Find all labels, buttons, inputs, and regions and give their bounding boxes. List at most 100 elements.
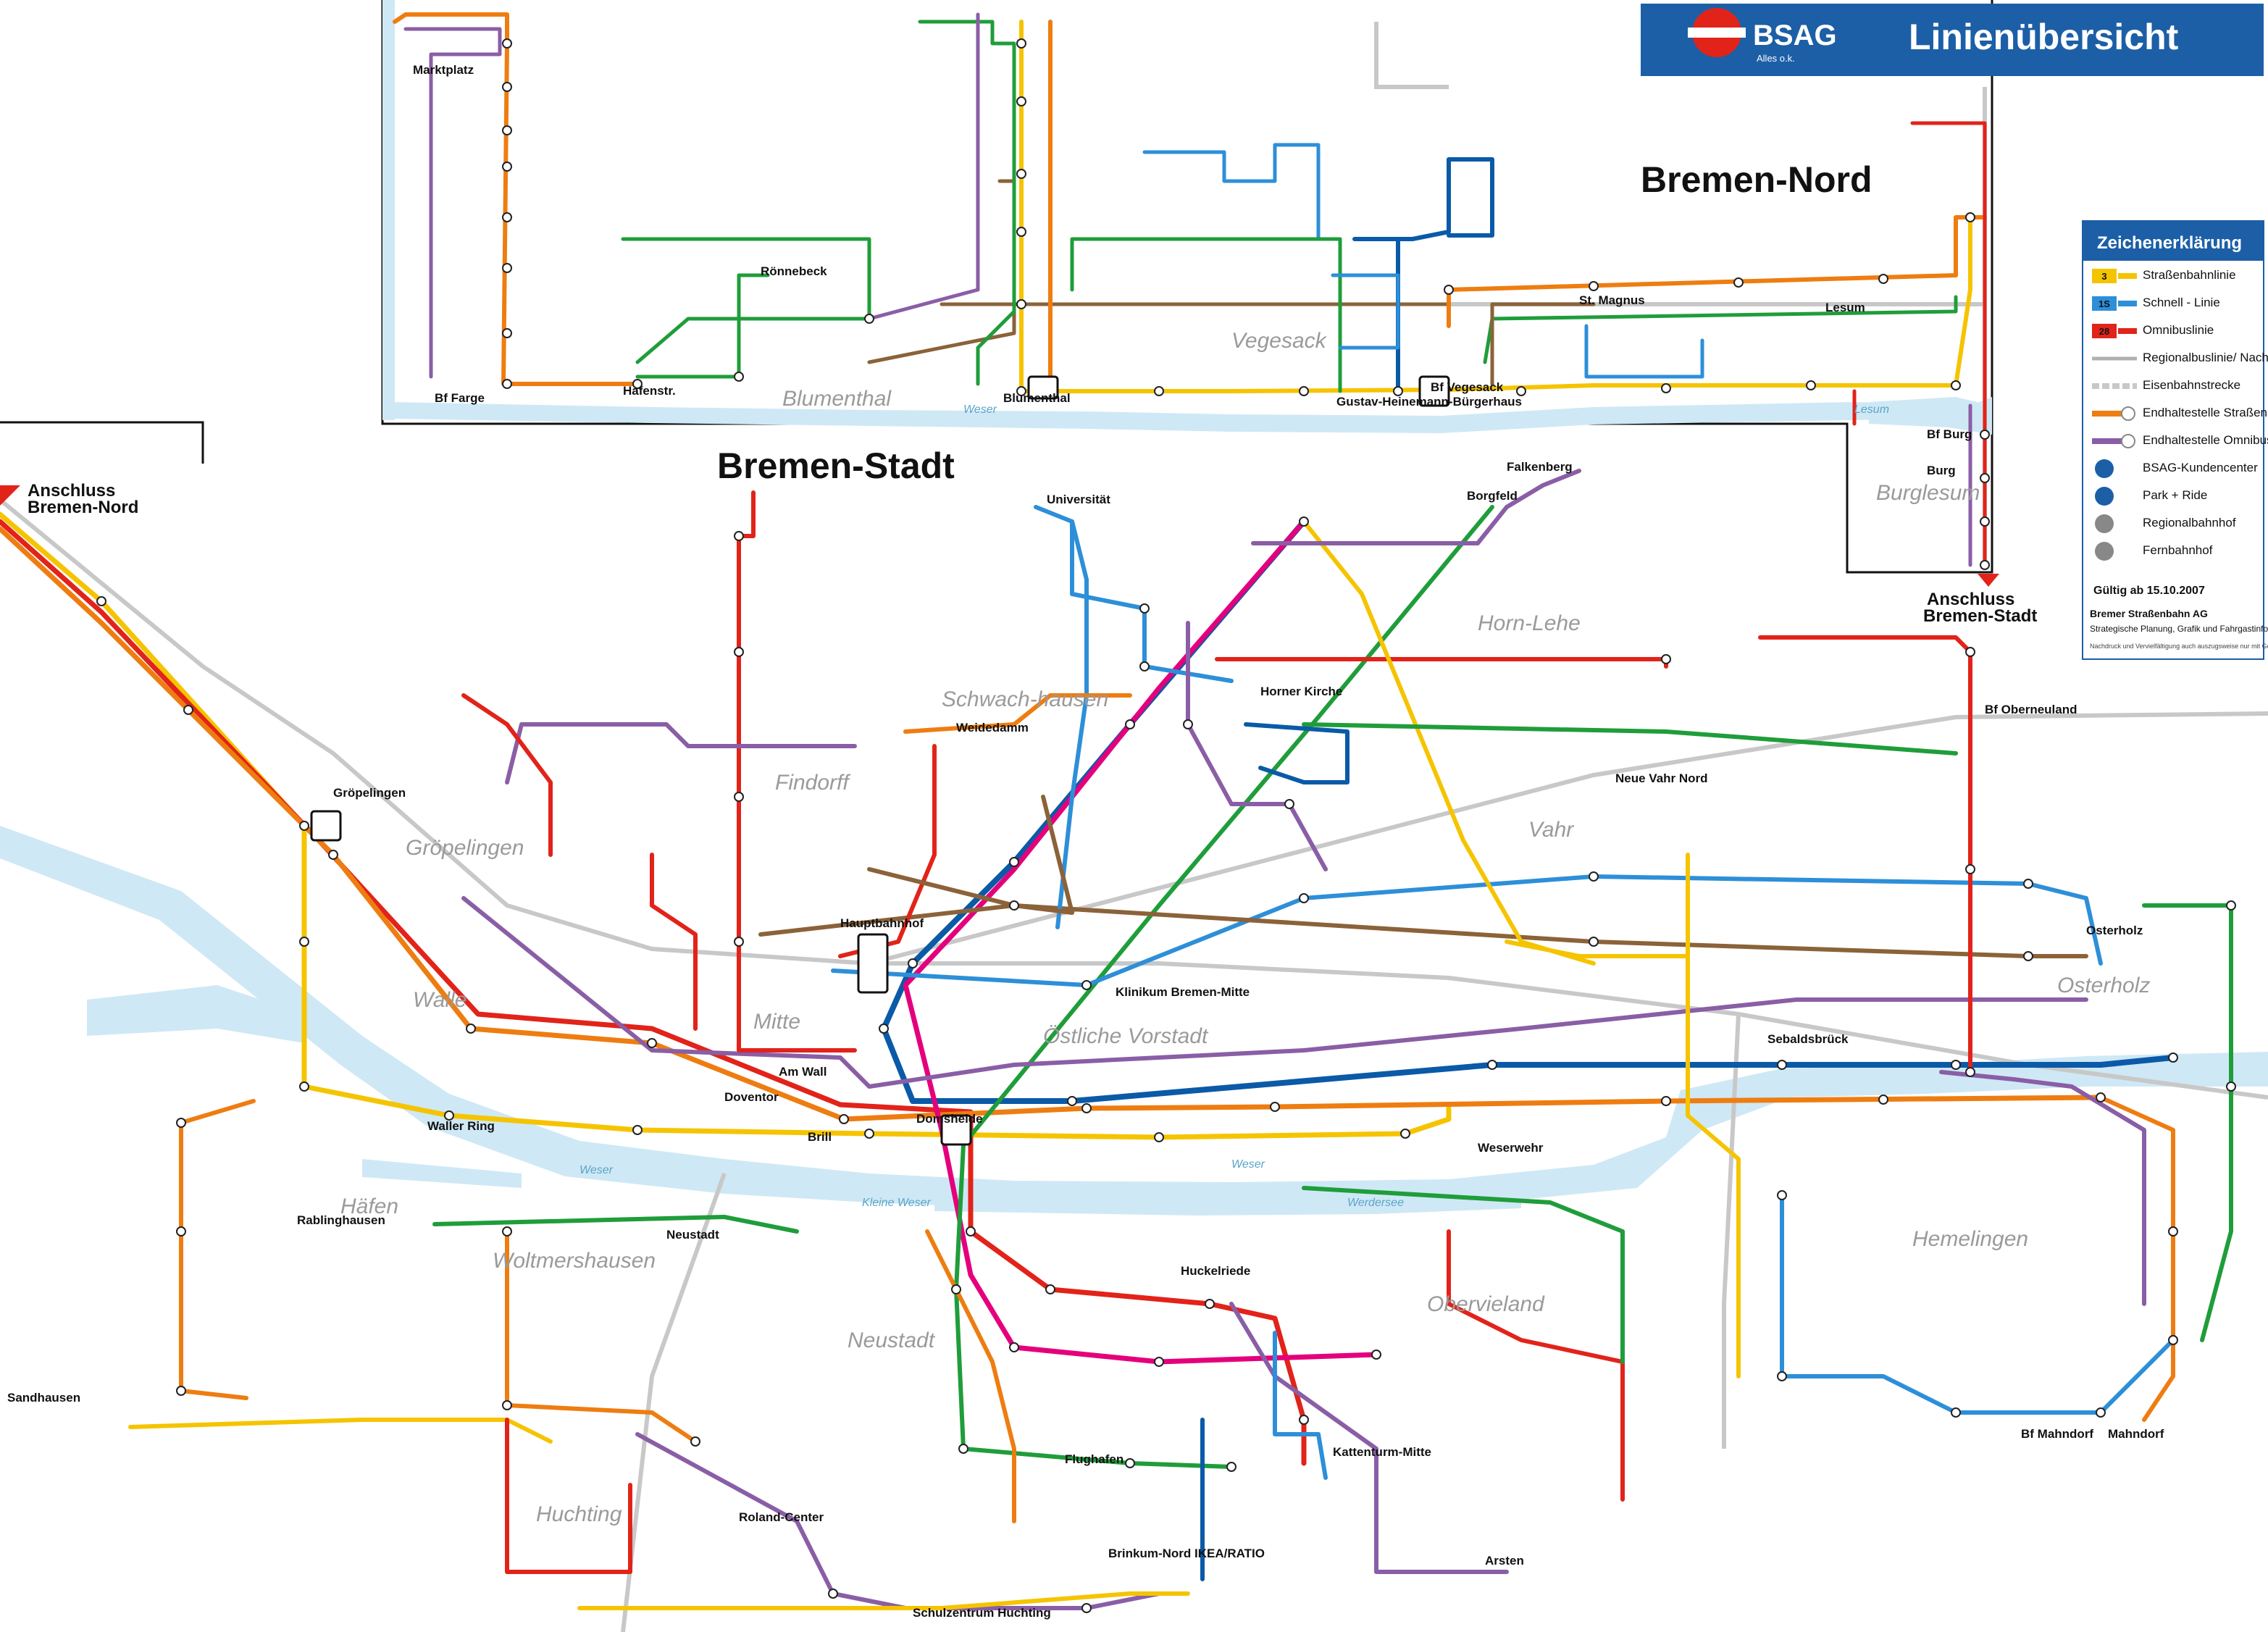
river-2: Lesum xyxy=(1854,403,1889,416)
stop-77 xyxy=(176,1118,186,1128)
line-path-65 xyxy=(903,693,1132,734)
stop-64 xyxy=(1205,1299,1215,1309)
stop-33 xyxy=(299,821,309,831)
anschluss-left: Anschluss Bremen-Nord xyxy=(0,421,204,517)
station-label-36: Neustadt xyxy=(666,1228,719,1242)
legend-text-8: Park + Ride xyxy=(2143,488,2207,502)
stop-103 xyxy=(734,937,744,947)
stop-102 xyxy=(734,792,744,802)
district-17: Hemelingen xyxy=(1912,1227,2028,1251)
stop-47 xyxy=(1081,1103,1092,1113)
hub-vegesack xyxy=(1418,375,1450,407)
station-label-3: Am Wall xyxy=(779,1065,827,1079)
stop-94 xyxy=(1299,893,1309,903)
legend-text-6: Endhaltestelle Omnibus xyxy=(2143,433,2268,447)
legend-text-2: Omnibuslinie xyxy=(2143,323,2214,337)
stop-80 xyxy=(502,1226,512,1236)
stop-6 xyxy=(502,328,512,338)
line-path-8 xyxy=(918,20,1016,386)
station-label-37: Rablinghausen xyxy=(297,1213,385,1227)
stop-68 xyxy=(1125,1458,1135,1468)
stop-39 xyxy=(1154,1132,1164,1142)
legend-text-0: Straßenbahnlinie xyxy=(2143,268,2236,282)
stop-83 xyxy=(828,1589,838,1599)
stop-67 xyxy=(958,1444,968,1454)
stop-99 xyxy=(2023,951,2033,961)
stop-62 xyxy=(966,1226,976,1236)
station-label-16: Kattenturm-Mitte xyxy=(1333,1445,1431,1459)
station-label-9: Universität xyxy=(1047,493,1110,506)
line-path-36 xyxy=(1302,722,1958,756)
station-label-20: Waller Ring xyxy=(427,1119,495,1133)
anschluss-right-arrow-icon xyxy=(1978,574,1999,587)
line-path-3 xyxy=(635,273,770,379)
district-7: Horn-Lehe xyxy=(1478,611,1581,635)
stop-107 xyxy=(1284,799,1294,809)
legend-badge-0: 3 xyxy=(2101,271,2106,282)
stop-93 xyxy=(1081,980,1092,990)
stop-100 xyxy=(734,531,744,541)
district-5: Findorff xyxy=(775,771,850,795)
line-path-27 xyxy=(954,505,1494,1469)
station-label-33: Neue Vahr Nord xyxy=(1615,771,1708,785)
hub-hauptbahnhof xyxy=(857,933,889,994)
line-path-39 xyxy=(461,693,553,857)
stop-78 xyxy=(176,1226,186,1236)
water-bodies xyxy=(0,0,2268,1215)
line-path-28 xyxy=(461,896,2088,1089)
weser-strip xyxy=(382,0,395,420)
stop-73 xyxy=(1661,654,1671,664)
legend-text-1: Schnell - Linie xyxy=(2143,296,2220,309)
line-path-45 xyxy=(505,1418,632,1574)
weser-river-stadt xyxy=(0,826,2268,1211)
stop-7 xyxy=(502,379,512,389)
line-path-18 xyxy=(1910,121,1987,567)
stop-37 xyxy=(632,1125,643,1135)
line-path-10 xyxy=(1142,143,1321,241)
line-path-47 xyxy=(1229,1302,1509,1574)
station-label-10: Horner Kirche xyxy=(1260,685,1342,698)
legend-text-4: Eisenbahnstrecke xyxy=(2143,378,2240,392)
line-path-32 xyxy=(1758,635,1972,1074)
stop-52 xyxy=(1299,516,1309,527)
station-label-19: Osterholz xyxy=(2086,924,2143,937)
hub-groepelingen xyxy=(310,810,342,842)
stop-70 xyxy=(1371,1349,1381,1360)
district-10: Östliche Vorstadt xyxy=(1043,1024,1209,1048)
line-path-63 xyxy=(1244,722,1349,784)
stop-92 xyxy=(2226,1081,2236,1092)
legend-title: Zeichenerklärung xyxy=(2097,233,2242,253)
line-path-46 xyxy=(432,1215,799,1234)
legend-text-7: BSAG-Kundencenter xyxy=(2143,461,2258,474)
district-13: Woltmershausen xyxy=(493,1249,656,1273)
river-0: Weser xyxy=(963,403,997,416)
anschluss-right: Anschluss Bremen-Stadt xyxy=(1923,574,2037,626)
line-path-42 xyxy=(635,1432,1161,1610)
stop-0 xyxy=(502,38,512,49)
station-label-15: Flughafen xyxy=(1065,1452,1123,1466)
line-path-11 xyxy=(1070,237,1342,393)
stop-14 xyxy=(1016,227,1026,237)
district-1: Vegesack xyxy=(1231,329,1328,353)
anschluss-left-line1: Anschluss xyxy=(28,481,115,501)
stop-95 xyxy=(1589,871,1599,882)
stop-82 xyxy=(690,1436,700,1447)
stop-91 xyxy=(2226,900,2236,911)
line-path-38 xyxy=(505,722,857,784)
legend-end-icon-6 xyxy=(2121,434,2135,448)
station-label-30: Brinkum-Nord IKEA/RATIO xyxy=(1108,1547,1265,1560)
stop-46 xyxy=(839,1114,849,1124)
legend-copyright: Nachdruck und Vervielfältigung auch ausz… xyxy=(2090,643,2268,650)
stop-4 xyxy=(502,212,512,222)
lesum-river xyxy=(1869,397,1992,435)
stop-74 xyxy=(1965,647,1975,657)
legend-header xyxy=(2083,221,2264,261)
stop-17 xyxy=(1154,386,1164,396)
line-path-56 xyxy=(867,795,1074,915)
stop-55 xyxy=(908,958,918,968)
station-label-17: Arsten xyxy=(1485,1554,1524,1568)
stop-86 xyxy=(1777,1371,1787,1381)
stop-96 xyxy=(2023,879,2033,889)
